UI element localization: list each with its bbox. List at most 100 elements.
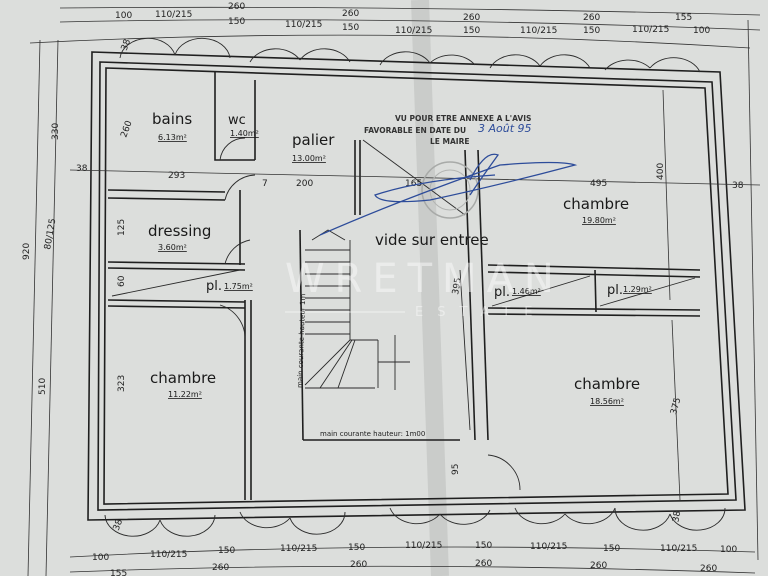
room-area-chambre-3: 18.56m² <box>590 397 624 406</box>
room-area-chambre-2: 11.22m² <box>168 390 202 399</box>
svg-text:260: 260 <box>228 2 245 12</box>
svg-text:110/215: 110/215 <box>155 10 192 20</box>
handrail-note-bottom: main courante hauteur: 1m00 <box>320 430 425 438</box>
svg-text:110/215: 110/215 <box>280 544 317 554</box>
svg-text:110/215: 110/215 <box>530 542 567 552</box>
svg-text:100: 100 <box>92 553 109 563</box>
closet-area-2: 1.46m² <box>512 287 541 296</box>
svg-text:110/215: 110/215 <box>285 20 322 30</box>
room-label-bains: bains <box>152 110 192 128</box>
svg-text:110/215: 110/215 <box>632 25 669 35</box>
svg-text:60: 60 <box>117 275 127 287</box>
svg-text:150: 150 <box>603 544 620 554</box>
svg-text:125: 125 <box>117 219 127 236</box>
svg-text:ESTATE: ESTATE <box>415 305 546 320</box>
room-area-chambre-1: 19.80m² <box>582 216 616 225</box>
svg-text:95: 95 <box>451 464 461 475</box>
interior-dimensions: 293 7 200 165 495 38 400 395 375 95 <box>69 89 761 501</box>
agency-watermark: WRETMAN ESTATE <box>285 256 564 320</box>
svg-text:260: 260 <box>212 563 229 573</box>
svg-text:FAVORABLE EN DATE DU: FAVORABLE EN DATE DU <box>364 126 466 135</box>
paper-fold <box>411 0 449 576</box>
bottom-dimension-lines <box>69 546 756 574</box>
handrail-note-left: main courante hauteur 1m <box>296 293 307 388</box>
exterior-walls <box>87 51 746 521</box>
left-dimension-lines <box>27 39 59 576</box>
door-swing-arcs <box>219 137 521 491</box>
room-area-palier: 13.00m² <box>292 154 326 163</box>
svg-text:293: 293 <box>168 171 185 181</box>
svg-text:920: 920 <box>22 243 32 260</box>
svg-text:150: 150 <box>475 541 492 551</box>
svg-text:100: 100 <box>720 545 737 555</box>
closet-label-1: pl. <box>206 279 222 294</box>
svg-text:150: 150 <box>348 543 365 553</box>
svg-text:400: 400 <box>656 163 666 180</box>
svg-text:260: 260 <box>583 13 600 23</box>
svg-text:260: 260 <box>700 564 717 574</box>
window-swing-arcs-top <box>119 37 701 73</box>
svg-text:395: 395 <box>451 277 464 296</box>
svg-text:110/215: 110/215 <box>150 550 187 560</box>
room-labels: bains 6.13m² wc 1.40m² palier 13.00m² dr… <box>148 110 652 406</box>
svg-text:150: 150 <box>583 26 600 36</box>
svg-text:38: 38 <box>76 164 88 174</box>
room-label-palier: palier <box>292 131 335 149</box>
svg-text:155: 155 <box>110 569 127 576</box>
top-dimension-lines <box>29 6 761 49</box>
svg-text:150: 150 <box>228 17 245 27</box>
stamp-date: 3 Août 95 <box>478 122 532 135</box>
svg-text:330: 330 <box>51 123 61 140</box>
svg-text:38: 38 <box>120 38 133 52</box>
svg-text:260: 260 <box>350 560 367 570</box>
svg-text:110/215: 110/215 <box>520 26 557 36</box>
closet-area-3: 1.29m² <box>623 285 652 294</box>
interior-walls <box>107 72 701 500</box>
svg-text:375: 375 <box>669 397 683 416</box>
room-label-wc: wc <box>228 113 246 128</box>
svg-text:100: 100 <box>115 11 132 21</box>
svg-text:165: 165 <box>405 179 422 189</box>
svg-text:LE MAIRE: LE MAIRE <box>430 137 469 146</box>
svg-text:323: 323 <box>117 375 127 392</box>
svg-text:110/215: 110/215 <box>395 26 432 36</box>
svg-text:510: 510 <box>38 378 48 395</box>
room-label-chambre-3: chambre <box>574 375 640 393</box>
top-dimension-labels: 100 110/215 260 150 110/215 260 150 110/… <box>115 2 710 52</box>
window-swing-arcs-bottom <box>104 507 726 537</box>
svg-text:VU POUR ETRE ANNEXE A L'AVIS: VU POUR ETRE ANNEXE A L'AVIS <box>395 114 531 123</box>
svg-text:150: 150 <box>342 23 359 33</box>
staircase <box>304 229 410 390</box>
closet-label-2: pl. <box>494 285 510 300</box>
room-area-bains: 6.13m² <box>158 133 187 142</box>
room-label-vide-sur-entree: vide sur entree <box>375 231 489 249</box>
svg-text:150: 150 <box>463 26 480 36</box>
room-area-dressing: 3.60m² <box>158 243 187 252</box>
svg-text:260: 260 <box>463 13 480 23</box>
bottom-dimension-labels: 100 110/215 150 110/215 150 110/215 150 … <box>92 510 737 576</box>
svg-text:WRETMAN: WRETMAN <box>285 256 564 302</box>
svg-text:260: 260 <box>590 561 607 571</box>
svg-text:260: 260 <box>475 559 492 569</box>
svg-text:7: 7 <box>262 179 268 189</box>
svg-text:495: 495 <box>590 179 607 189</box>
room-label-dressing: dressing <box>148 222 211 240</box>
svg-text:200: 200 <box>296 179 313 189</box>
closet-label-3: pl. <box>607 283 623 298</box>
svg-text:38: 38 <box>732 181 744 191</box>
svg-text:155: 155 <box>675 13 692 23</box>
svg-text:38: 38 <box>112 518 125 532</box>
svg-text:110/215: 110/215 <box>405 541 442 551</box>
svg-text:38: 38 <box>671 510 683 523</box>
svg-text:110/215: 110/215 <box>660 544 697 554</box>
room-label-chambre-2: chambre <box>150 369 216 387</box>
right-dimension-line <box>747 19 759 561</box>
svg-text:260: 260 <box>342 9 359 19</box>
closet-area-1: 1.75m² <box>224 282 253 291</box>
svg-text:150: 150 <box>218 546 235 556</box>
room-label-chambre-1: chambre <box>563 195 629 213</box>
svg-text:100: 100 <box>693 26 710 36</box>
signature <box>319 153 578 236</box>
